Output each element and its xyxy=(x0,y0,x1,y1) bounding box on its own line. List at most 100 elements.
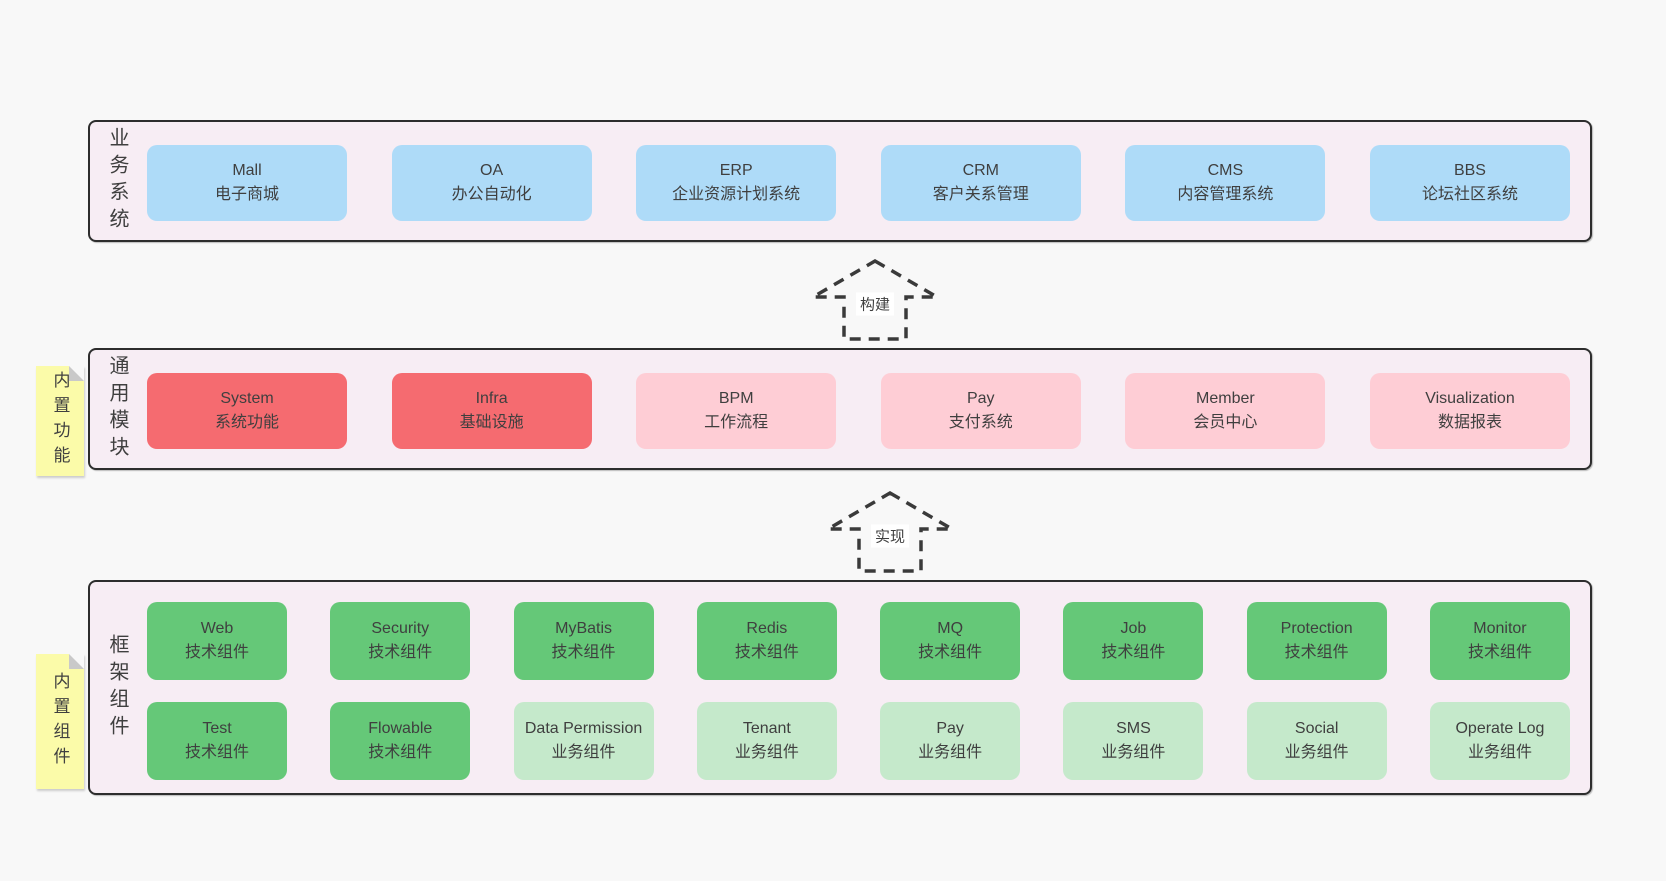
box-flowable: Flowable 技术组件 xyxy=(330,702,471,780)
arrow-build: 构建 xyxy=(810,258,940,342)
box-title: System xyxy=(220,390,274,407)
panel-framework-components-label: 框架组件 xyxy=(106,633,128,742)
box-subtitle: 数据报表 xyxy=(1437,414,1502,431)
business-systems-row: Mall 电子商城 OA 办公自动化 ERP 企业资源计划系统 CRM 客户关系… xyxy=(147,145,1570,221)
box-web: Web 技术组件 xyxy=(147,602,287,680)
box-cms: CMS 内容管理系统 xyxy=(1125,145,1326,221)
box-subtitle: 业务组件 xyxy=(734,744,799,761)
panel-business-systems-label: 业务系统 xyxy=(106,127,128,235)
box-title: OA xyxy=(480,162,504,179)
note-built-in-components-label: 内置组件 xyxy=(50,671,70,772)
box-title: Web xyxy=(200,620,234,637)
box-subtitle: 论坛社区系统 xyxy=(1421,186,1518,203)
box-title: MQ xyxy=(937,620,964,637)
box-title: BPM xyxy=(718,390,754,407)
box-title: Redis xyxy=(746,620,788,637)
box-title: Flowable xyxy=(368,720,433,737)
box-subtitle: 支付系统 xyxy=(948,414,1013,431)
box-sms: SMS 业务组件 xyxy=(1063,702,1204,780)
box-crm: CRM 客户关系管理 xyxy=(880,145,1081,221)
box-title: Infra xyxy=(475,390,508,407)
box-title: Member xyxy=(1196,390,1255,407)
box-member: Member 会员中心 xyxy=(1125,373,1326,449)
box-subtitle: 基础设施 xyxy=(459,414,524,431)
box-subtitle: 业务组件 xyxy=(1284,744,1349,761)
box-subtitle: 业务组件 xyxy=(1467,744,1532,761)
note-built-in-components: 内置组件 xyxy=(36,654,84,789)
box-pay-component: Pay 业务组件 xyxy=(880,702,1021,780)
box-monitor: Monitor 技术组件 xyxy=(1429,602,1570,680)
box-subtitle: 业务组件 xyxy=(918,744,983,761)
box-title: ERP xyxy=(719,162,753,179)
panel-common-modules-label: 通用模块 xyxy=(106,355,128,463)
box-data-permission: Data Permission 业务组件 xyxy=(513,702,654,780)
box-title: Monitor xyxy=(1473,620,1527,637)
note-built-in-features: 内置功能 xyxy=(36,366,84,476)
box-subtitle: 技术组件 xyxy=(918,644,983,661)
box-subtitle: 电子商城 xyxy=(214,186,279,203)
box-subtitle: 技术组件 xyxy=(551,644,616,661)
box-title: Job xyxy=(1120,620,1147,637)
box-title: Data Permission xyxy=(524,720,643,737)
box-tenant: Tenant 业务组件 xyxy=(696,702,837,780)
box-redis: Redis 技术组件 xyxy=(696,602,837,680)
box-subtitle: 技术组件 xyxy=(734,644,799,661)
panel-common-modules: 通用模块 System 系统功能 Infra 基础设施 BPM 工作流程 Pay… xyxy=(88,348,1592,470)
box-subtitle: 工作流程 xyxy=(704,414,769,431)
box-visualization: Visualization 数据报表 xyxy=(1369,373,1570,449)
box-title: MyBatis xyxy=(555,620,613,637)
common-modules-row: System 系统功能 Infra 基础设施 BPM 工作流程 Pay 支付系统… xyxy=(147,373,1570,449)
box-subtitle: 业务组件 xyxy=(551,744,616,761)
box-mq: MQ 技术组件 xyxy=(880,602,1021,680)
box-title: CRM xyxy=(962,162,999,179)
box-subtitle: 技术组件 xyxy=(368,744,433,761)
box-social: Social 业务组件 xyxy=(1246,702,1387,780)
box-title: Visualization xyxy=(1425,390,1515,407)
framework-components-row-1: Web 技术组件 Security 技术组件 MyBatis 技术组件 Redi… xyxy=(147,602,1570,680)
arrow-implement-label: 实现 xyxy=(870,524,910,548)
box-subtitle: 技术组件 xyxy=(184,744,249,761)
box-subtitle: 企业资源计划系统 xyxy=(672,186,801,203)
box-protection: Protection 技术组件 xyxy=(1246,602,1387,680)
box-system: System 系统功能 xyxy=(147,373,347,449)
box-mybatis: MyBatis 技术组件 xyxy=(513,602,654,680)
box-subtitle: 技术组件 xyxy=(184,644,249,661)
box-security: Security 技术组件 xyxy=(330,602,471,680)
box-subtitle: 技术组件 xyxy=(1284,644,1349,661)
panel-business-systems: 业务系统 Mall 电子商城 OA 办公自动化 ERP 企业资源计划系统 CRM… xyxy=(88,120,1592,242)
box-subtitle: 技术组件 xyxy=(1101,644,1166,661)
box-operate-log: Operate Log 业务组件 xyxy=(1429,702,1570,780)
box-subtitle: 技术组件 xyxy=(368,644,433,661)
box-subtitle: 客户关系管理 xyxy=(932,186,1029,203)
box-subtitle: 会员中心 xyxy=(1193,414,1258,431)
box-title: Operate Log xyxy=(1455,720,1545,737)
framework-components-row-2: Test 技术组件 Flowable 技术组件 Data Permission … xyxy=(147,702,1570,780)
box-subtitle: 业务组件 xyxy=(1101,744,1166,761)
box-subtitle: 系统功能 xyxy=(214,414,279,431)
box-job: Job 技术组件 xyxy=(1063,602,1204,680)
box-test: Test 技术组件 xyxy=(147,702,287,780)
box-bbs: BBS 论坛社区系统 xyxy=(1369,145,1570,221)
box-title: Protection xyxy=(1280,620,1353,637)
box-title: Mall xyxy=(232,162,262,179)
box-subtitle: 办公自动化 xyxy=(451,186,532,203)
box-pay-module: Pay 支付系统 xyxy=(880,373,1081,449)
box-infra: Infra 基础设施 xyxy=(391,373,592,449)
box-title: Pay xyxy=(936,720,964,737)
box-title: Security xyxy=(371,620,430,637)
box-bpm: BPM 工作流程 xyxy=(636,373,837,449)
box-subtitle: 技术组件 xyxy=(1467,644,1532,661)
box-title: SMS xyxy=(1116,720,1151,737)
panel-framework-components: 框架组件 Web 技术组件 Security 技术组件 MyBatis 技术组件… xyxy=(88,580,1592,795)
box-title: Social xyxy=(1294,720,1339,737)
box-title: Pay xyxy=(966,390,995,407)
box-oa: OA 办公自动化 xyxy=(391,145,592,221)
box-erp: ERP 企业资源计划系统 xyxy=(636,145,837,221)
box-title: BBS xyxy=(1453,162,1486,179)
box-mall: Mall 电子商城 xyxy=(147,145,347,221)
box-subtitle: 内容管理系统 xyxy=(1177,186,1274,203)
arrow-implement: 实现 xyxy=(825,490,955,574)
arrow-build-label: 构建 xyxy=(855,292,895,316)
box-title: Tenant xyxy=(742,720,791,737)
